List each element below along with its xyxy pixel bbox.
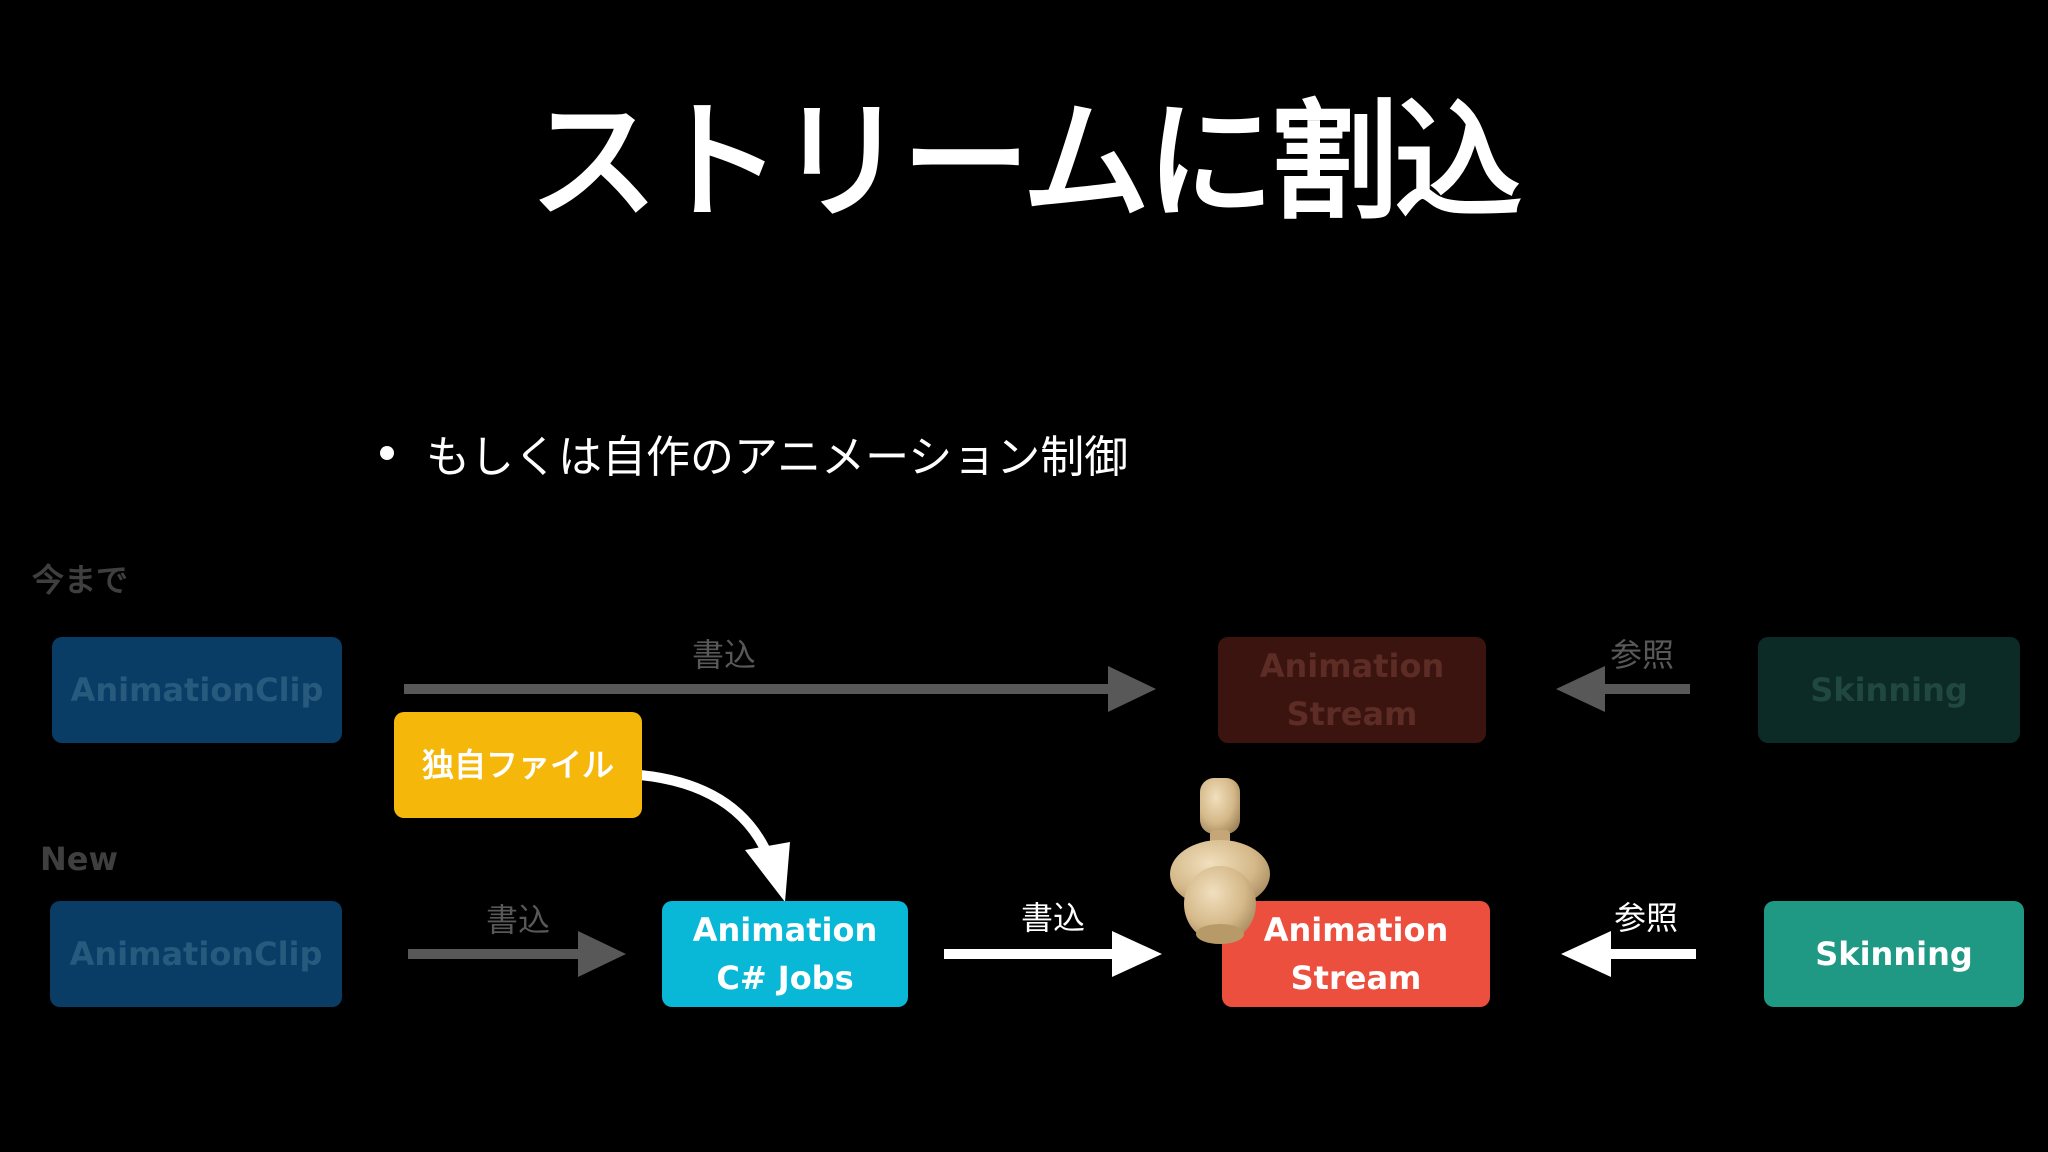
bullet-item: もしくは自作のアニメーション制御 <box>380 425 1128 483</box>
box-new-animation-clip: AnimationClip <box>50 901 342 1007</box>
box-old-skinning: Skinning <box>1758 637 2020 743</box>
bullet-text: もしくは自作のアニメーション制御 <box>426 432 1129 483</box>
arrow-label-old-write: 書込 <box>691 636 756 674</box>
arrow-old-ref <box>1556 666 1690 712</box>
arrow-label-new-write-dim: 書込 <box>485 901 550 939</box>
box-old-animation-stream: Animation Stream <box>1218 637 1486 743</box>
box-old-animation-clip: AnimationClip <box>52 637 342 743</box>
box-custom-file: 独自ファイル <box>394 712 642 818</box>
wooden-mannequin-icon <box>1170 778 1270 944</box>
arrow-new-write <box>944 931 1162 977</box>
row-label-old: 今まで <box>32 561 129 599</box>
arrow-label-new-write: 書込 <box>1020 899 1085 937</box>
box-new-animation-stream: Animation Stream <box>1222 901 1490 1007</box>
arrow-new-write-dim <box>408 931 626 977</box>
arrow-old-write <box>404 666 1156 712</box>
box-animation-csharp-jobs: Animation C# Jobs <box>662 901 908 1007</box>
box-new-skinning: Skinning <box>1764 901 2024 1007</box>
arrow-custom-to-jobs <box>639 770 790 902</box>
arrow-label-old-ref: 参照 <box>1609 636 1674 674</box>
slide-title: ストリームに割込 <box>529 88 1522 237</box>
bullet-dot <box>380 446 394 460</box>
row-label-new: New <box>40 840 119 878</box>
arrow-new-ref <box>1561 931 1696 977</box>
arrow-label-new-ref: 参照 <box>1613 899 1678 937</box>
